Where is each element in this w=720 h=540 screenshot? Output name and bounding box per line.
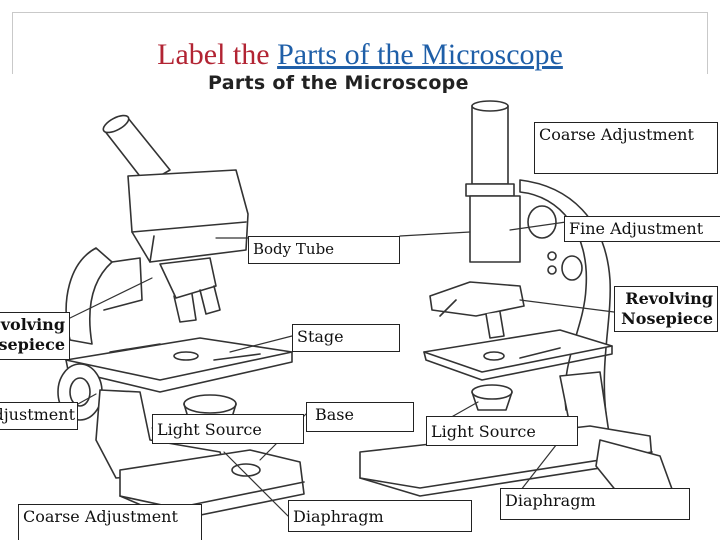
label-coarse-adjustment-bottom: Coarse Adjustment: [18, 504, 202, 540]
label-adjustment-left-text: Fine Adjustment: [0, 405, 75, 424]
label-diaphragm-center: Diaphragm: [288, 500, 472, 532]
label-light-source-left: Light Source: [152, 414, 304, 444]
label-diaphragm-right: Diaphragm: [500, 488, 690, 520]
frame-top-line: [12, 12, 708, 13]
title-link[interactable]: Parts of the Microscope: [277, 38, 563, 71]
label-base: Base: [306, 402, 414, 432]
label-revolving-nosepiece-right: Revolving Nosepiece: [614, 286, 718, 332]
frame-right-line: [707, 12, 708, 74]
label-body-tube: Body Tube: [248, 236, 400, 264]
label-adjustment-left: Fine Adjustment: [0, 402, 78, 430]
label-light-source-right: Light Source: [426, 416, 578, 446]
frame-left-line: [12, 12, 13, 74]
label-stage: Stage: [292, 324, 400, 352]
left-microscope: [57, 114, 305, 521]
picture-heading: Parts of the Microscope: [208, 72, 469, 94]
label-revolving-nosepiece-left-text: Revolving Nosepiece: [0, 315, 65, 354]
label-fine-adjustment: Fine Adjustment: [564, 216, 720, 242]
label-coarse-adjustment-top: Coarse Adjustment: [534, 122, 718, 174]
title-plain: Label the: [157, 38, 278, 71]
slide-title: Label the Parts of the Microscope: [0, 38, 720, 72]
label-revolving-nosepiece-left: Revolving Nosepiece: [0, 312, 70, 360]
